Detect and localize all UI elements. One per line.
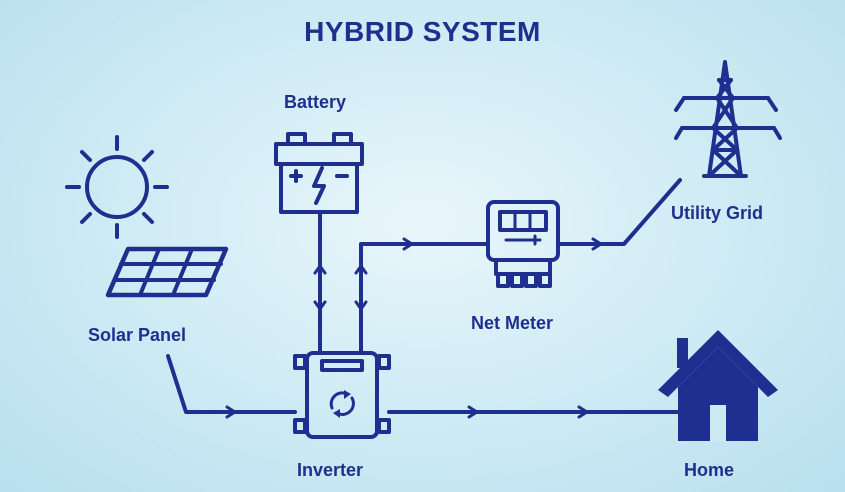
inverter-cycle-arrows (333, 390, 351, 418)
arrow-meter-down (354, 300, 368, 311)
utility-grid-label: Utility Grid (671, 203, 764, 223)
diagram-title: HYBRID SYSTEM (304, 16, 541, 47)
inverter-label: Inverter (297, 460, 364, 480)
connector-net-meter-to-grid (556, 178, 682, 246)
inverter-icon (293, 351, 391, 439)
meter-icon (486, 200, 560, 288)
battery-label: Battery (284, 92, 347, 112)
sun-icon (65, 135, 169, 239)
battery-icon (274, 132, 364, 214)
connector-solar-to-inverter (166, 354, 297, 414)
connector-inverter-to-net-meter (359, 242, 490, 355)
house-icon (658, 330, 778, 441)
arrow-home-right-1 (467, 405, 479, 419)
arrow-meter-right (402, 237, 414, 251)
arrow-meter-up (354, 264, 368, 275)
power-tower-icon (674, 60, 782, 178)
solar-panel-icon (105, 246, 229, 298)
solar-panel-label: Solar Panel (88, 325, 187, 345)
arrow-home-right-2 (577, 405, 589, 419)
arrow-grid-right (591, 237, 603, 251)
arrow-solar-right (225, 405, 237, 419)
arrow-battery-up (313, 264, 327, 275)
net-meter-label: Net Meter (471, 313, 554, 333)
arrow-battery-down (313, 300, 327, 311)
home-label: Home (684, 460, 735, 480)
